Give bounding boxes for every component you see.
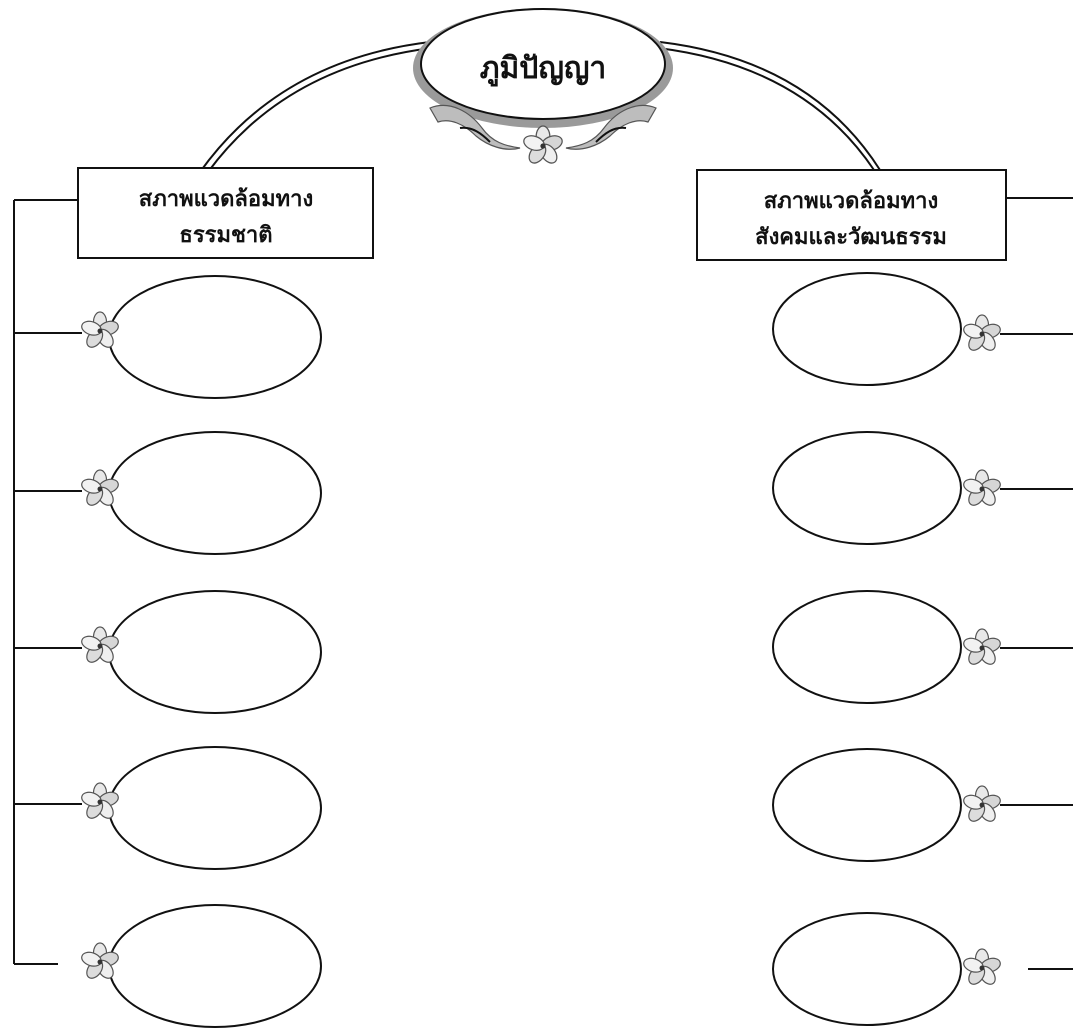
right-category-box: สภาพแวดล้อมทาง สังคมและวัฒนธรรม	[696, 169, 1007, 261]
right-item-3	[772, 590, 1073, 704]
left-oval-4[interactable]	[108, 746, 322, 870]
left-item-3	[14, 590, 322, 714]
frangipani-flower-icon	[961, 628, 1003, 668]
right-box-line2: สังคมและวัฒนธรรม	[755, 225, 947, 250]
left-item-2	[14, 431, 322, 555]
left-oval-5[interactable]	[108, 904, 322, 1028]
title-text: ภูมิปัญญา	[480, 51, 607, 87]
thai-kranok-ornament-icon	[429, 104, 657, 167]
frangipani-flower-icon	[961, 948, 1003, 988]
title-frame-inner	[420, 8, 666, 120]
right-item-2	[772, 431, 1073, 545]
right-box-line1: สภาพแวดล้อมทาง	[764, 189, 938, 214]
left-box-line1: สภาพแวดล้อมทาง	[139, 187, 313, 212]
left-oval-1[interactable]	[108, 275, 322, 399]
left-box-frame	[77, 167, 374, 259]
title-node: ภูมิปัญญา	[413, 8, 673, 167]
right-oval-2[interactable]	[772, 431, 962, 545]
arch-right-line	[659, 41, 881, 171]
frangipani-flower-icon	[961, 314, 1003, 354]
arch-left-line-inner	[207, 47, 433, 173]
left-item-4	[14, 746, 322, 870]
right-box-frame	[696, 169, 1007, 261]
right-item-1	[772, 272, 1073, 386]
left-oval-3[interactable]	[108, 590, 322, 714]
right-oval-5[interactable]	[772, 912, 962, 1026]
right-oval-3[interactable]	[772, 590, 962, 704]
left-box-line2: ธรรมชาติ	[179, 223, 272, 248]
right-oval-1[interactable]	[772, 272, 962, 386]
right-oval-4[interactable]	[772, 748, 962, 862]
left-item-1	[14, 275, 322, 399]
left-item-5	[13, 718, 322, 1028]
frangipani-flower-icon	[961, 469, 1003, 509]
arch-left-line	[199, 41, 431, 173]
frangipani-flower-icon	[961, 785, 1003, 825]
left-category-box: สภาพแวดล้อมทาง ธรรมชาติ	[77, 167, 374, 259]
right-item-4	[772, 748, 1073, 862]
left-oval-2[interactable]	[108, 431, 322, 555]
arch-right-line-inner	[657, 47, 875, 171]
right-item-5	[772, 912, 1073, 1026]
